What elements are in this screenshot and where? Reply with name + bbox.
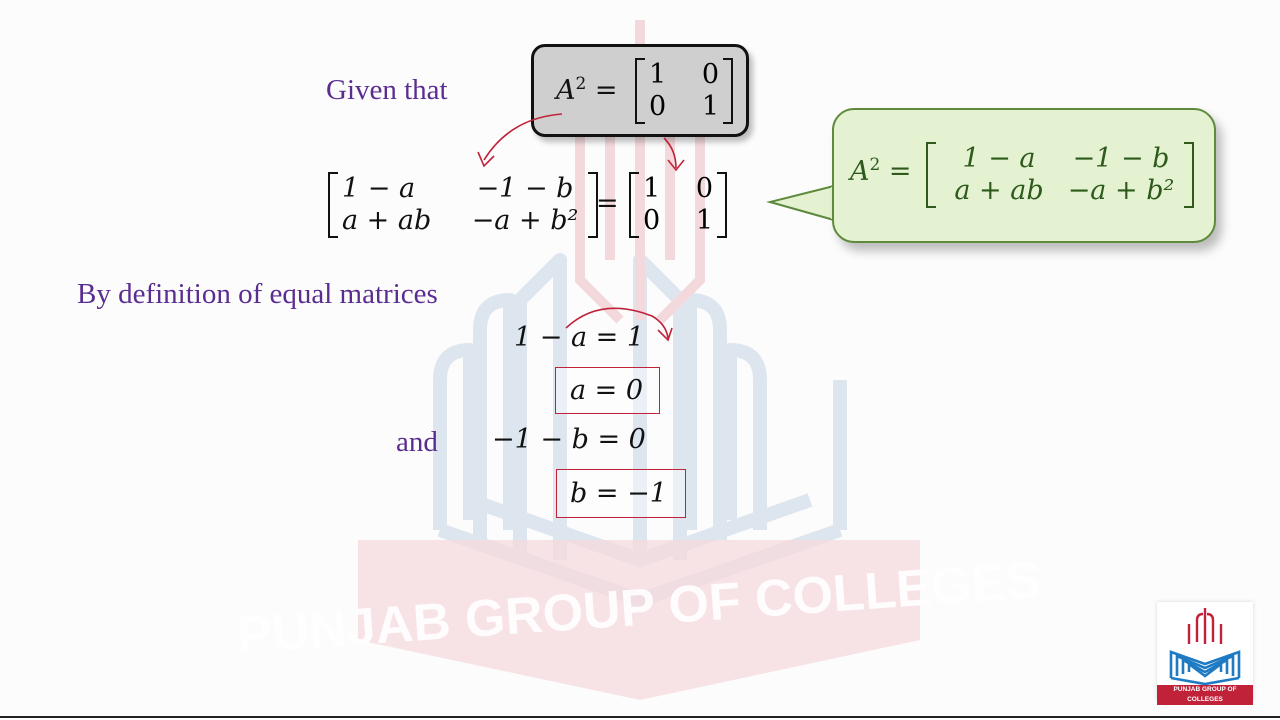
watermark-text: PUNJAB GROUP OF COLLEGES (235, 551, 1042, 665)
arrowhead-curve (657, 327, 673, 342)
college-logo: PUNJAB GROUP OF COLLEGES (1157, 602, 1253, 705)
given-that-label: Given that (326, 74, 448, 106)
answer-a: a = 0 (570, 375, 644, 406)
given-matrix: 1 0 0 1 (635, 58, 733, 124)
equals-sign: = (596, 188, 619, 219)
answer-box-a (555, 367, 660, 414)
logo-text: PUNJAB GROUP OF COLLEGES (1157, 685, 1253, 705)
arrow-right (663, 137, 677, 169)
by-definition-label: By definition of equal matrices (77, 278, 438, 310)
arrowhead-right (667, 159, 685, 172)
callout-matrix: 1 − a −1 − b a + ab −a + b² (926, 142, 1194, 208)
given-matrix-box (531, 44, 749, 137)
answer-box-b (556, 469, 686, 518)
identity-matrix: 1 0 0 1 (629, 172, 727, 238)
callout-lhs: A2 = (850, 155, 912, 187)
and-label: and (396, 426, 438, 458)
logo-emblem-icon (1169, 608, 1241, 686)
answer-b: b = −1 (570, 478, 667, 509)
expanded-matrix: 1 − a −1 − b a + ab −a + b² (328, 172, 598, 238)
arrowhead-left (477, 151, 495, 168)
equation-2: −1 − b = 0 (492, 424, 646, 455)
callout-bubble (832, 108, 1216, 243)
equation-1: 1 − a = 1 (514, 322, 645, 353)
given-lhs: A2 = (556, 74, 618, 106)
